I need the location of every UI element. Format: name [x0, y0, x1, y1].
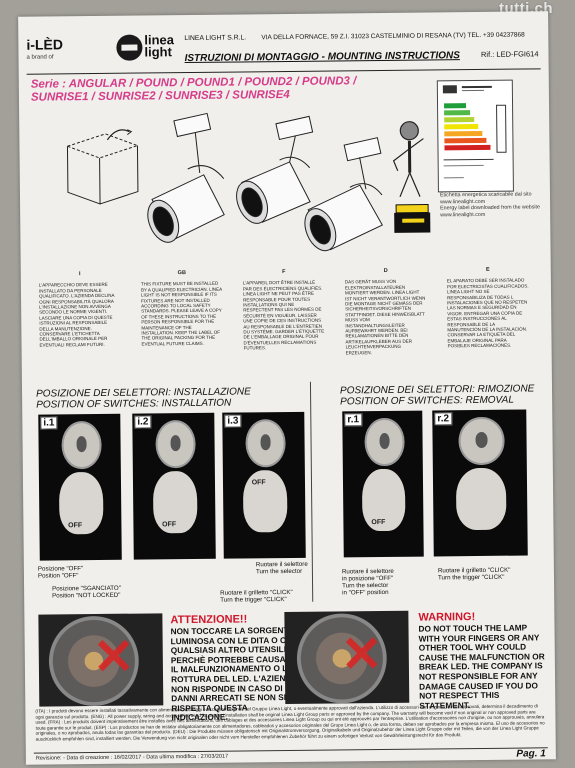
- brand-sub: a brand of: [26, 54, 54, 61]
- warning-title-it: ATTENZIONE!!: [170, 613, 248, 627]
- warning-title-en: WARNING!: [418, 611, 476, 624]
- linea-light-logo-text: linea light: [144, 32, 175, 60]
- installer-figure-icon: [392, 121, 424, 198]
- switch-photo-i1: i.1 OFF: [38, 413, 122, 561]
- toolbox-icon: [394, 204, 431, 233]
- switch-photo-i2: i.2 OFF: [132, 412, 216, 560]
- column-e: E EL APARATO DEBE SER INSTALADO POR ELEC…: [446, 266, 529, 349]
- language-columns: I L'APPARECCHIO DEVE ESSERE INSTALLATO D…: [29, 267, 544, 372]
- column-f: F L'APPAREIL DOIT ÊTRE INSTALLÉ PAR DES …: [242, 269, 325, 351]
- caption-selector-i3: Ruotare il selettore Turn the selector: [255, 560, 308, 576]
- prohibited-icon: ✕: [92, 628, 136, 686]
- page-number: Pag. 1: [516, 748, 546, 760]
- warning-photo-en: ✕: [284, 610, 410, 705]
- box-icon: [65, 129, 139, 205]
- switch-install-heading: POSIZIONE DEI SELETTORI: INSTALLAZIONE P…: [35, 386, 251, 411]
- energy-label-caption: Etichetta energetica scaricabile dal sit…: [439, 191, 540, 218]
- column-it: I L'APPARECCHIO DEVE ESSERE INSTALLATO D…: [38, 271, 115, 348]
- section-divider: [309, 381, 314, 602]
- brand-logo: i-LÈD: [26, 36, 64, 53]
- spotlight-sunrise-icon: [304, 137, 383, 252]
- switch-photo-r1: r.1 OFF: [342, 410, 424, 558]
- spotlight-pound-icon: [236, 115, 314, 224]
- caption-trigger-r2: Ruotare il grilletto "CLICK" Turn the tr…: [437, 566, 511, 582]
- revision-dates: Revisione: - Data di creazione : 16/02/2…: [35, 753, 229, 762]
- company-address: VIA DELLA FORNACE, 59 Z.I. 31023 CASTELM…: [261, 31, 525, 42]
- lamp-holder-icon: [155, 420, 196, 469]
- product-illustrations: [65, 112, 431, 252]
- company-name: LINEA LIGHT S.R.L.: [184, 34, 247, 43]
- caption-not-locked: Posizione "SGANCIATO" Position "NOT LOCK…: [52, 584, 121, 600]
- reference-code: Rif.: LED-FGI614: [480, 49, 539, 59]
- spotlight-angular-icon: [147, 112, 225, 243]
- document-title: ISTRUZIONI DI MONTAGGIO - MOUNTING INSTR…: [184, 50, 460, 65]
- caption-position-off: Posizione "OFF" Position "OFF": [37, 565, 84, 580]
- instruction-sheet: i-LÈD a brand of linea light LINEA LIGHT…: [18, 11, 556, 765]
- caption-selector-r1: Ruotare il selettore in posizione "OFF" …: [341, 567, 394, 597]
- warning-text-en: DO NOT TOUCH THE LAMP WITH YOUR FINGERS …: [418, 622, 545, 711]
- caption-trigger-i2: Ruotare il grilletto "CLICK" Turn the tr…: [220, 588, 293, 604]
- footer-rule: [33, 747, 548, 754]
- energy-label-icon: [436, 79, 514, 193]
- warning-photo-it: ✕: [38, 613, 164, 707]
- column-d: D DAS GERÄT MUSS VON ELEKTROINSTALLATEUR…: [344, 267, 426, 356]
- lamp-holder-icon: [245, 419, 286, 468]
- linea-light-logo-icon: [116, 34, 143, 61]
- footer-legal-text: (ITA) : I prodotti devono essere install…: [35, 703, 545, 742]
- selector-knob-icon: [455, 468, 507, 530]
- lamp-holder-icon: [364, 418, 405, 467]
- column-gb: GB THIS FIXTURE MUST BE INSTALLED BY A Q…: [140, 270, 222, 347]
- lamp-holder-icon: [458, 417, 505, 466]
- product-series: Serie : ANGULAR / POUND / POUND1 / POUND…: [31, 75, 391, 105]
- header: i-LÈD a brand of linea light LINEA LIGHT…: [26, 29, 540, 74]
- prohibited-icon: ✕: [340, 626, 383, 683]
- switch-photo-i3: i.3 OFF: [222, 411, 306, 559]
- switch-remove-heading: POSIZIONE DEI SELETTORI: RIMOZIONE POSIT…: [339, 383, 535, 408]
- switch-photo-r2: r.2: [432, 409, 528, 557]
- lamp-holder-icon: [61, 421, 102, 470]
